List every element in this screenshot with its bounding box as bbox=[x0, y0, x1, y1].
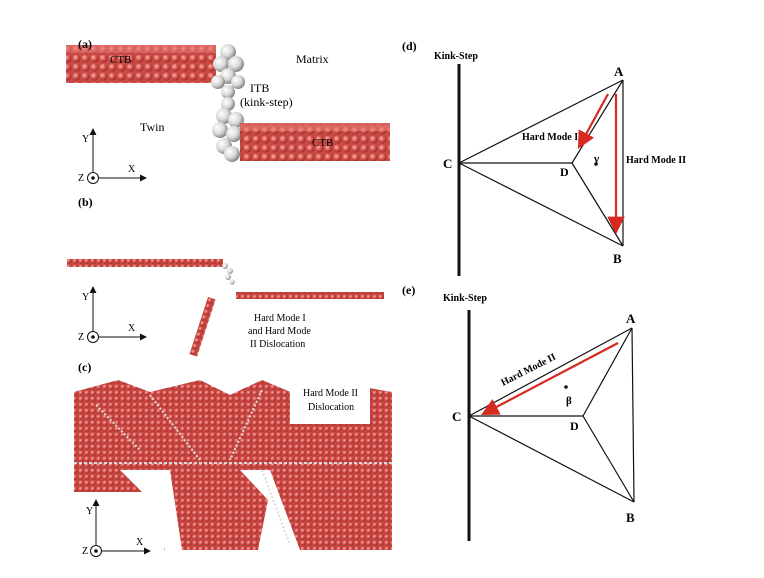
gamma-symbol: γ bbox=[593, 153, 599, 165]
axis-triad-a: Y X Z bbox=[78, 129, 146, 184]
axis-z-label: Z bbox=[78, 173, 84, 184]
panel-a: (a) CTB Matrix ITB (kink-step) Twin CTB … bbox=[66, 37, 390, 184]
axis-y-label: Y bbox=[82, 134, 89, 145]
beta-point bbox=[564, 385, 568, 389]
itb-label: ITB bbox=[250, 81, 269, 95]
mode-ii-caption-line-1: Hard Mode II bbox=[303, 388, 358, 399]
vertex-a: A bbox=[614, 64, 624, 79]
vertex-d: D bbox=[560, 165, 569, 179]
panel-b-tag: (b) bbox=[78, 195, 93, 209]
twin-boundary-rod-right bbox=[236, 292, 384, 299]
vertex-c: C bbox=[443, 156, 452, 171]
axis-y-label: Y bbox=[82, 292, 89, 303]
panel-e: (e) Kink-Step A B C D β Hard Mode II bbox=[402, 283, 636, 541]
vertex-c: C bbox=[452, 409, 461, 424]
twin-label: Twin bbox=[140, 120, 165, 134]
ctb-bottom-label: CTB bbox=[312, 137, 333, 149]
vertex-b: B bbox=[613, 251, 622, 266]
panel-e-tag: (e) bbox=[402, 283, 415, 297]
vertex-b: B bbox=[626, 510, 635, 525]
axis-y-label: Y bbox=[86, 506, 93, 517]
panel-a-tag: (a) bbox=[78, 37, 92, 51]
axis-x-label: X bbox=[128, 164, 136, 175]
hard-mode-ii-label: Hard Mode II bbox=[499, 352, 558, 389]
axis-z-label: Z bbox=[82, 546, 88, 557]
matrix-label: Matrix bbox=[296, 52, 329, 66]
axis-x-label: X bbox=[136, 537, 144, 548]
twin-boundary-rod-left bbox=[67, 259, 223, 267]
hard-mode-i-label: Hard Mode I bbox=[522, 132, 578, 143]
panel-c-tag: (c) bbox=[78, 360, 91, 374]
beta-symbol: β bbox=[566, 395, 572, 407]
ctb-top-label: CTB bbox=[110, 54, 131, 66]
mode-ii-caption-line-2: Dislocation bbox=[308, 402, 354, 413]
vertex-d: D bbox=[570, 419, 579, 433]
panel-b: (b) Hard Mode I and Hard Mode II Disloca… bbox=[67, 195, 384, 357]
hard-mode-ii-label: Hard Mode II bbox=[626, 155, 686, 166]
kink-atoms-small bbox=[222, 263, 235, 285]
mode-caption-line-3: II Dislocation bbox=[250, 339, 305, 350]
vertex-a: A bbox=[626, 311, 636, 326]
dislocation-rod bbox=[189, 297, 215, 357]
mode-caption-line-1: Hard Mode I bbox=[254, 313, 306, 324]
axis-z-label: Z bbox=[78, 332, 84, 343]
mode-caption-line-2: and Hard Mode bbox=[248, 326, 311, 337]
axis-triad-b: Y X Z bbox=[78, 287, 146, 343]
hard-mode-i-arrow bbox=[579, 94, 608, 147]
axis-x-label: X bbox=[128, 323, 136, 334]
kink-step-title: Kink-Step bbox=[434, 51, 478, 62]
panel-d: (d) Kink-Step A B C D γ Hard Mode I Hard… bbox=[402, 39, 686, 276]
kink-step-title: Kink-Step bbox=[443, 293, 487, 304]
panel-d-tag: (d) bbox=[402, 39, 417, 53]
kink-step-label: (kink-step) bbox=[240, 95, 293, 109]
panel-c: (c) Hard Mode II Dislocation Y X Z bbox=[74, 360, 392, 557]
